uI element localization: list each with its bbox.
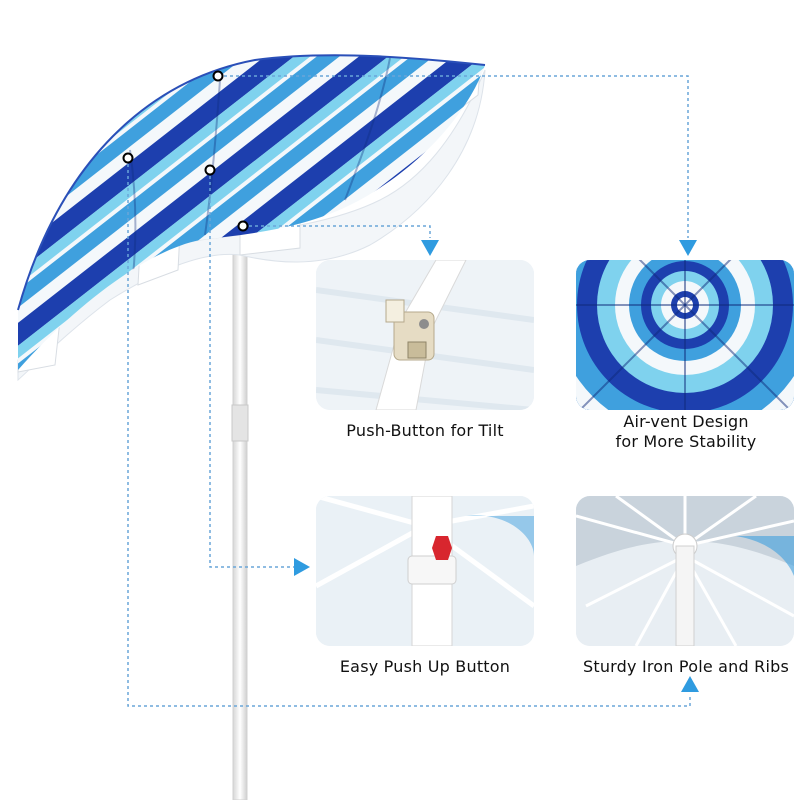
callout-line-vent xyxy=(218,75,689,238)
callout-dots xyxy=(122,70,249,232)
air-vent-detail-photo xyxy=(576,260,794,410)
callout-line-tilt xyxy=(243,225,431,238)
caption-iron-pole-ribs: Sturdy Iron Pole and Ribs xyxy=(582,657,790,676)
tilt-detail-photo xyxy=(316,260,534,410)
callout-arrows xyxy=(294,240,699,692)
umbrella-pole xyxy=(232,209,248,800)
ring-dot-icon xyxy=(122,152,134,164)
pole-and-ribs-detail-photo xyxy=(576,496,794,646)
up-triangle-arrow-icon xyxy=(681,676,699,692)
callout-line-pushup xyxy=(209,170,296,568)
caption-air-vent-line1: Air-vent Design xyxy=(623,412,749,431)
ring-dot-icon xyxy=(212,70,224,82)
red-push-button xyxy=(432,536,452,560)
ring-dot-icon xyxy=(204,164,216,176)
right-triangle-arrow-icon xyxy=(294,558,310,576)
caption-air-vent: Air-vent Design for More Stability xyxy=(556,412,800,452)
callout-line-pole xyxy=(127,158,691,707)
caption-push-button-tilt: Push-Button for Tilt xyxy=(346,421,504,440)
callout-lines xyxy=(127,75,691,707)
down-triangle-arrow-icon xyxy=(679,240,697,256)
caption-push-up-button: Easy Push Up Button xyxy=(339,657,511,676)
pole-joint xyxy=(231,404,249,442)
ring-dot-icon xyxy=(237,220,249,232)
caption-air-vent-line2: for More Stability xyxy=(615,432,757,451)
down-triangle-arrow-icon xyxy=(421,240,439,256)
push-up-button-detail-photo xyxy=(316,496,534,646)
